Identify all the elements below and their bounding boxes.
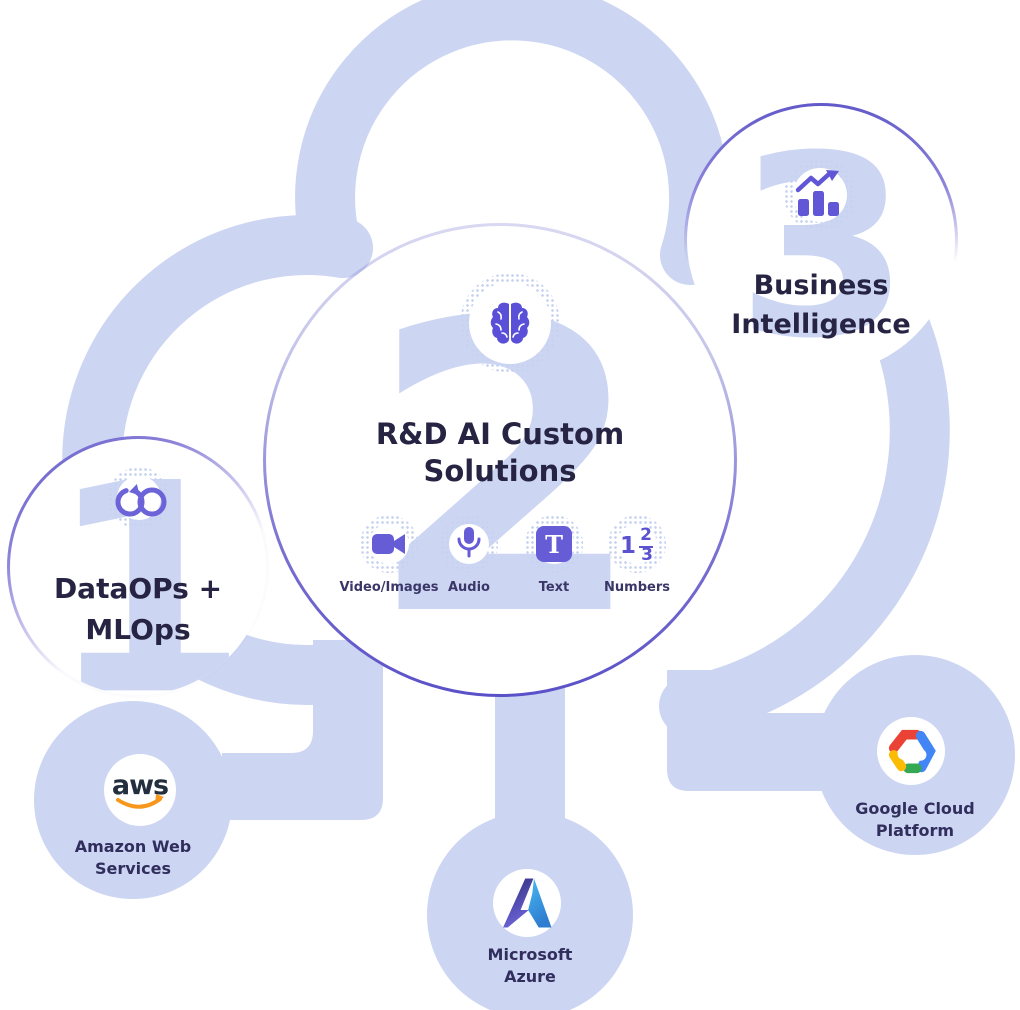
dotted-halo: [460, 273, 560, 373]
gcp-logo: [888, 729, 936, 774]
item-label-video-images: Video/Images: [339, 580, 439, 595]
numbers-icon: 1 2 3: [620, 525, 653, 565]
gcp-label: Google Cloud Platform: [855, 799, 975, 841]
solutions-title: R&D AI Custom Solutions: [375, 417, 625, 489]
text-icon: T: [536, 526, 572, 562]
aws-logo-hole: [104, 754, 176, 826]
dataops-label: DataOPs + MLOps: [53, 572, 223, 646]
item-label-audio: Audio: [447, 580, 490, 595]
dotted-halo: [608, 515, 666, 573]
video-camera-icon: [372, 534, 405, 554]
business-intelligence-label: Business Intelligence: [731, 270, 911, 341]
infinity-loop-icon: [115, 483, 167, 517]
bar-chart-growth-icon: [795, 170, 839, 216]
dataops-mlops-circle: 1 DataOPs + MLOps: [7, 436, 269, 698]
item-label-numbers: Numbers: [604, 580, 670, 595]
brain-icon: [490, 302, 530, 344]
item-label-text: Text: [538, 580, 570, 595]
aws-connector-leg: [222, 640, 383, 820]
azure-logo: [503, 878, 552, 928]
rd-ai-custom-solutions-circle: 2 R&D AI C: [263, 223, 737, 697]
business-intelligence-circle: 3 Business Intelligence: [684, 103, 958, 377]
cloud-top-hump-arc: [295, 0, 730, 285]
aws-label: Amazon Web Services: [74, 837, 192, 879]
microphone-icon: [457, 527, 481, 558]
azure-label: Microsoft Azure: [487, 945, 573, 987]
gcp-connector-leg: [667, 670, 833, 791]
aws-logo: aws: [112, 770, 169, 809]
